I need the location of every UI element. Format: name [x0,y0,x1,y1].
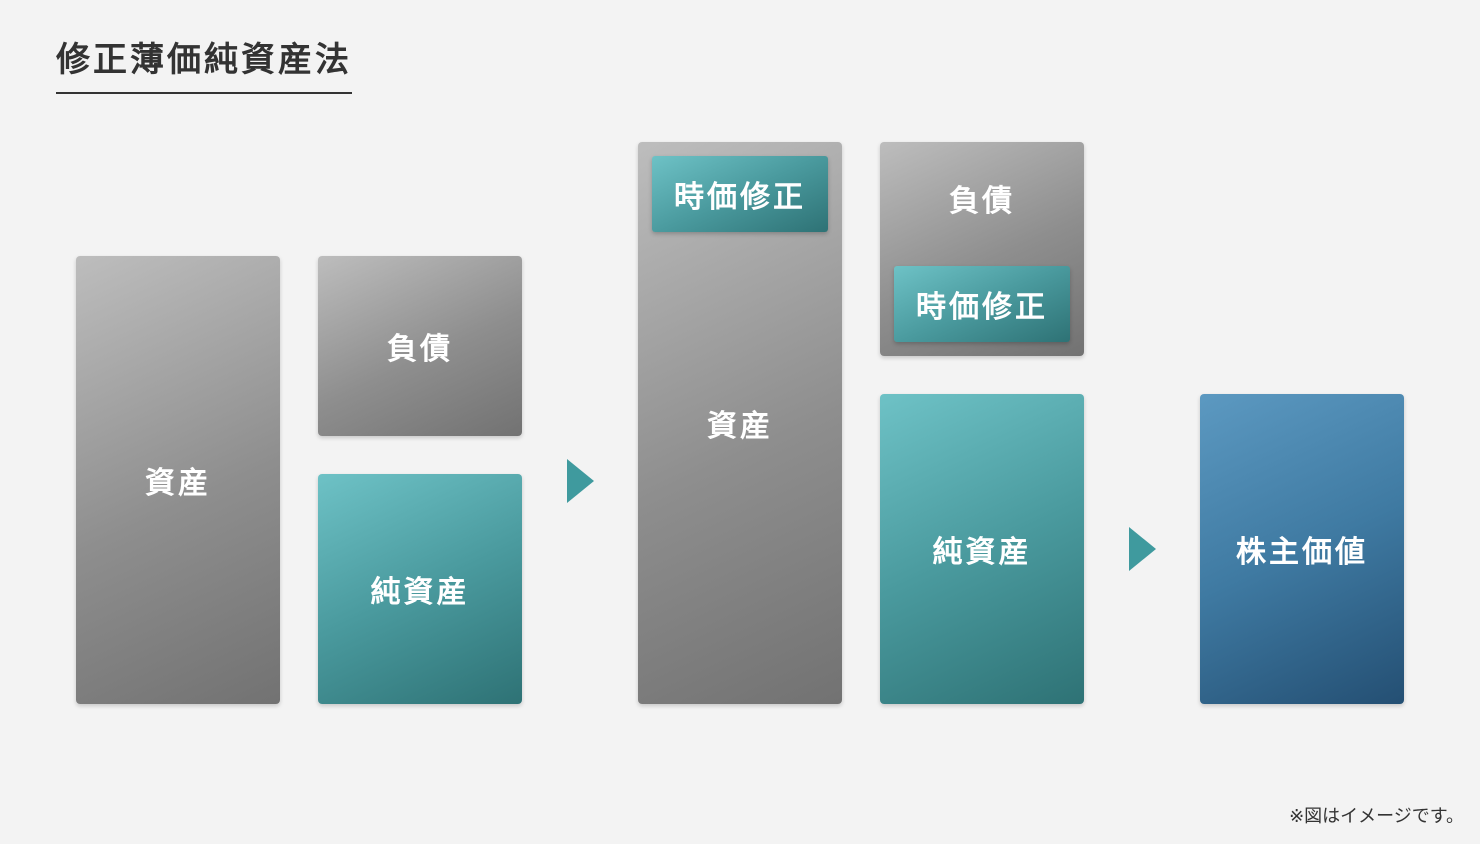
arrow-right-icon [1129,527,1156,571]
shareholder-value-box: 株主価値 [1200,394,1404,704]
assets-adjustment-label: 時価修正 [674,180,806,215]
arrow-right-icon [567,459,594,503]
middle-net-assets-box: 純資産 [880,394,1084,704]
liabilities-adjustment-badge: 時価修正 [894,266,1070,342]
liabilities-adjustment-label: 時価修正 [916,290,1048,325]
left-assets-box: 資産 [76,256,280,704]
middle-net-assets-label: 純資産 [932,535,1032,570]
left-assets-label: 資産 [145,466,211,501]
page-title: 修正薄価純資産法 [56,38,352,94]
middle-liabilities-box: 負債 時価修正 [880,142,1084,356]
left-net-assets-label: 純資産 [370,575,470,610]
assets-adjustment-badge: 時価修正 [652,156,828,232]
shareholder-value-label: 株主価値 [1236,535,1368,570]
left-liabilities-box: 負債 [318,256,522,436]
middle-assets-label: 資産 [707,409,773,444]
middle-liabilities-label: 負債 [949,184,1015,219]
left-net-assets-box: 純資産 [318,474,522,704]
middle-assets-box: 資産 時価修正 [638,142,842,704]
disclaimer-note: ※図はイメージです。 [1289,806,1464,827]
left-liabilities-label: 負債 [387,332,453,367]
